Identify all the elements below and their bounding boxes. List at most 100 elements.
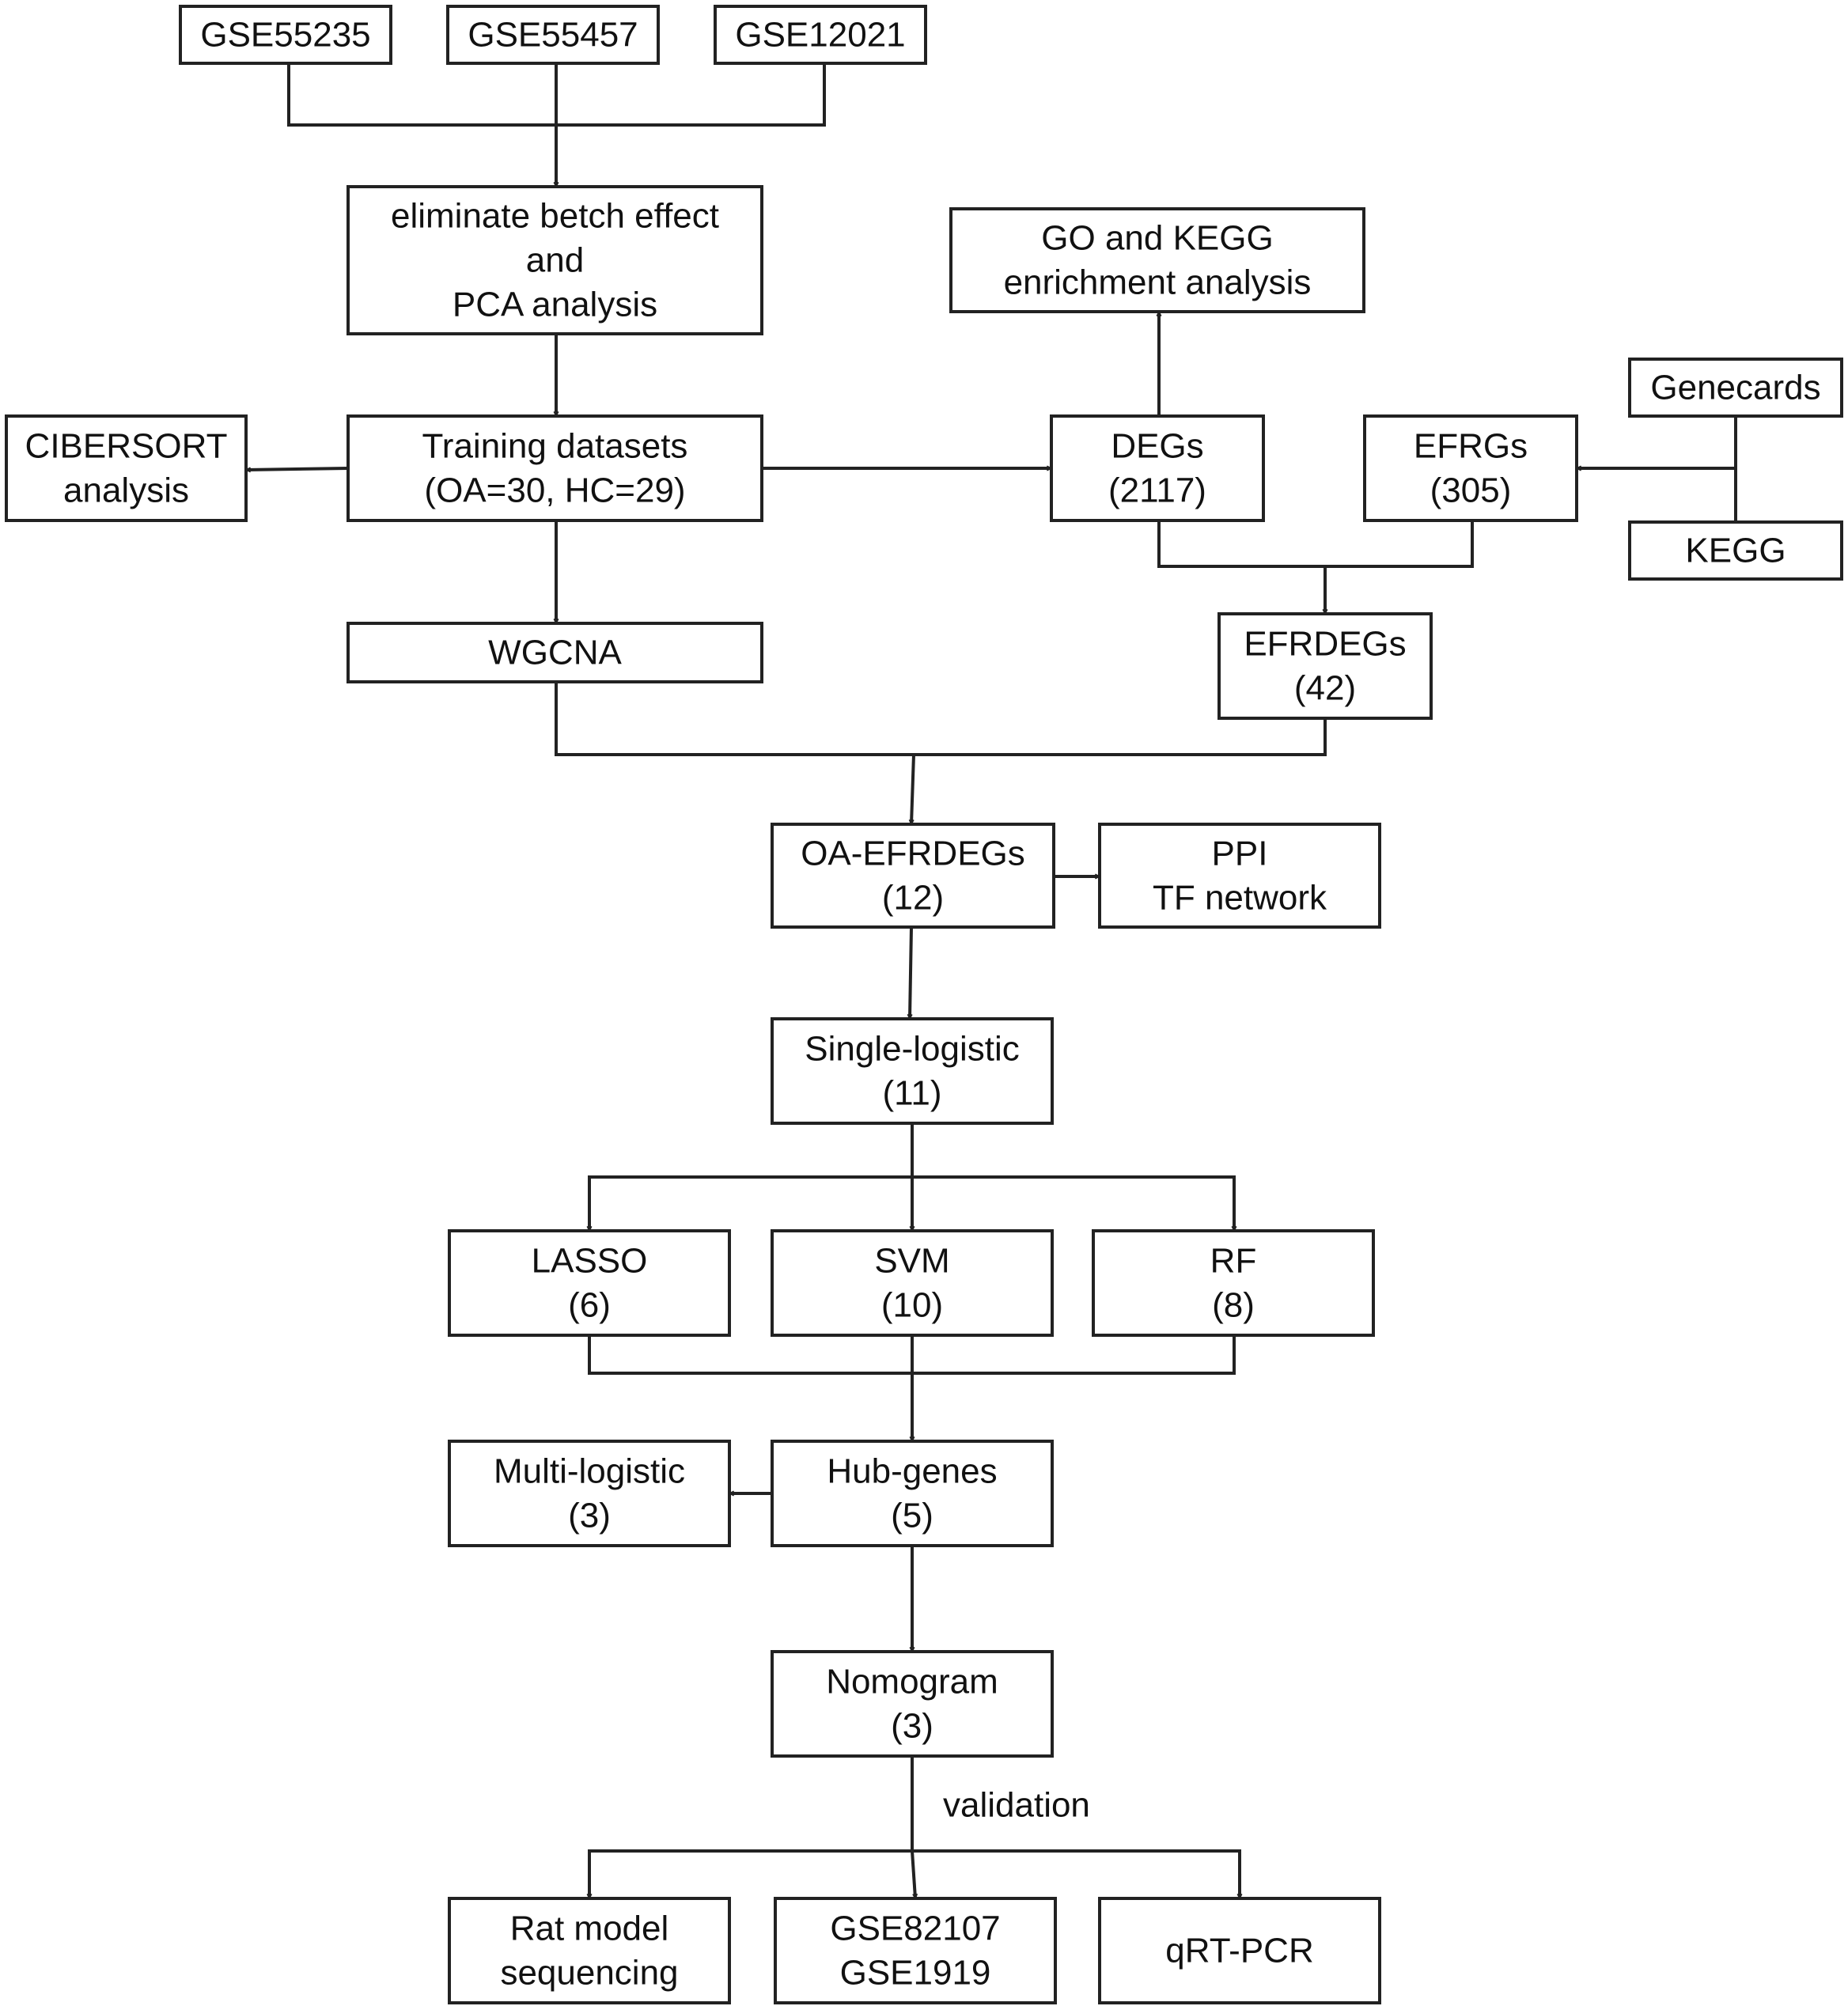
node-box — [1092, 1229, 1375, 1337]
edge-oa_efrdegs-to-single — [910, 926, 913, 1019]
node-label-line: (42) — [1294, 669, 1356, 708]
node-oa-efrdegs: OA-EFRDEGs (12) — [771, 823, 1055, 929]
node-box — [771, 823, 1055, 929]
edge-wgcna-efrdegs-to-oa_efrdegs-arrow-0 — [911, 754, 915, 824]
node-box — [714, 5, 927, 65]
node-label-line: TF network — [1153, 879, 1327, 918]
node-ppi: PPI TF network — [1098, 823, 1381, 929]
node-box — [448, 1440, 731, 1547]
edge-wgcna-efrdegs-to-oa_efrdegs-connector-0 — [555, 682, 1327, 756]
node-label-line: (305) — [1430, 471, 1512, 510]
node-box — [1628, 358, 1843, 418]
node-genecards: Genecards — [1628, 358, 1843, 418]
node-degs: DEGs (2117) — [1050, 414, 1265, 522]
node-label-line: Multi-logistic — [494, 1452, 685, 1491]
edge-genecards-kegg-to-efrgs — [1577, 416, 1737, 522]
node-training: Training datasets(OA=30, HC=29) — [346, 414, 763, 522]
node-wgcna: WGCNA — [346, 622, 763, 683]
node-label-line: qRT-PCR — [1165, 1932, 1313, 1970]
node-label-line: CIBERSORT — [25, 427, 228, 466]
node-box — [346, 185, 763, 335]
node-label-line: EFRDEGs — [1244, 625, 1406, 664]
node-box — [1363, 414, 1578, 522]
node-label-line: GSE82107 — [830, 1909, 1000, 1948]
edge-nomogram-to-rat-gse82107-qrtpcr — [589, 1756, 1240, 1898]
edge-oa_efrdegs-to-single-arrow-0 — [910, 926, 913, 1019]
node-label-line: PPI — [1212, 835, 1268, 873]
node-box — [771, 1017, 1054, 1125]
node-label-line: DEGs — [1111, 427, 1203, 466]
edge-wgcna-efrdegs-to-oa_efrdegs — [555, 682, 1327, 824]
node-label-line: GSE55235 — [200, 16, 370, 55]
node-label-line: Single-logistic — [805, 1030, 1019, 1069]
node-kegg: KEGG — [1628, 520, 1843, 581]
node-label-line: Rat model — [510, 1909, 669, 1948]
node-box — [346, 622, 763, 683]
edge-single-to-lasso-svm-rf — [589, 1123, 1234, 1231]
node-box — [1098, 1897, 1381, 2004]
edge-lasso-svm-rf-to-hub — [588, 1335, 1236, 1441]
edge-nomogram-to-rat-gse82107-qrtpcr-arrow-0 — [589, 1849, 912, 1898]
node-efrdegs: EFRDEGs (42) — [1217, 612, 1433, 720]
node-label-line: SVM — [874, 1242, 949, 1281]
node-label-line: (2117) — [1108, 471, 1206, 510]
edge-labels: validation — [943, 1786, 1090, 1825]
node-label-line: analysis — [63, 471, 189, 510]
node-cibersort: CIBERSORT analysis — [5, 414, 248, 522]
node-label-line: (3) — [891, 1707, 933, 1746]
node-rf: RF(8) — [1092, 1229, 1375, 1337]
node-label-line: OA-EFRDEGs — [801, 835, 1025, 873]
node-label-line: EFRGs — [1414, 427, 1528, 466]
nodes: GSE55235 GSE55457 GSE12021 eliminate betch … — [5, 5, 1843, 2004]
node-label-line: sequencing — [500, 1954, 678, 1993]
node-lasso: LASSO(6) — [448, 1229, 731, 1337]
node-efrgs: EFRGs (305) — [1363, 414, 1578, 522]
node-hub: Hub-genes(5) — [771, 1440, 1054, 1547]
node-box — [1098, 823, 1381, 929]
node-rat: Rat model sequencing — [448, 1897, 731, 2004]
node-box — [771, 1440, 1054, 1547]
node-box — [448, 1229, 731, 1337]
edge-degs-efrgs-to-efrdegs-connector-0 — [1157, 520, 1474, 568]
node-qrtpcr: qRT-PCR — [1098, 1897, 1381, 2004]
edge-single-to-lasso-svm-rf-arrow-2 — [912, 1175, 1234, 1231]
node-label-line: (3) — [568, 1497, 611, 1535]
node-label-line: Nomogram — [826, 1663, 998, 1701]
node-label-line: GO and KEGG — [1041, 219, 1273, 258]
edge-degs-efrgs-to-efrdegs — [1157, 520, 1474, 614]
node-label-line: PCA analysis — [453, 286, 657, 324]
node-nomogram: Nomogram (3) — [771, 1650, 1054, 1758]
node-box — [448, 1897, 731, 2004]
node-label-line: WGCNA — [488, 634, 622, 672]
node-gse55235: GSE55235 — [179, 5, 392, 65]
node-box — [1050, 414, 1265, 522]
node-single: Single-logistic(11) — [771, 1017, 1054, 1125]
node-gse55457: GSE55457 — [446, 5, 660, 65]
edge-gse55235-gse55457-gse12021-to-batch — [287, 63, 826, 187]
node-box — [771, 1650, 1054, 1758]
node-label-line: LASSO — [532, 1242, 648, 1281]
node-label-line: eliminate betch effect — [391, 197, 719, 236]
node-label-line: (12) — [882, 879, 944, 918]
edge-label-validation: validation — [943, 1786, 1090, 1825]
node-label-line: GSE55457 — [468, 16, 638, 55]
node-label-line: (5) — [891, 1497, 933, 1535]
node-label-line: and — [526, 241, 584, 280]
node-label-line: GSE12021 — [735, 16, 905, 55]
edge-single-to-lasso-svm-rf-arrow-0 — [589, 1175, 912, 1231]
node-box — [346, 414, 763, 522]
node-label-line: Genecards — [1650, 369, 1820, 407]
edge-nomogram-to-rat-gse82107-qrtpcr-arrow-1 — [911, 1850, 915, 1898]
edge-nomogram-to-rat-gse82107-qrtpcr-arrow-2 — [912, 1849, 1240, 1898]
node-box — [446, 5, 660, 65]
node-box — [771, 1229, 1054, 1337]
node-multi: Multi-logistic (3) — [448, 1440, 731, 1547]
node-svm: SVM(10) — [771, 1229, 1054, 1337]
node-box — [774, 1897, 1057, 2004]
node-box — [5, 414, 248, 522]
node-label-line: GSE1919 — [840, 1954, 991, 1993]
node-gse12021: GSE12021 — [714, 5, 927, 65]
